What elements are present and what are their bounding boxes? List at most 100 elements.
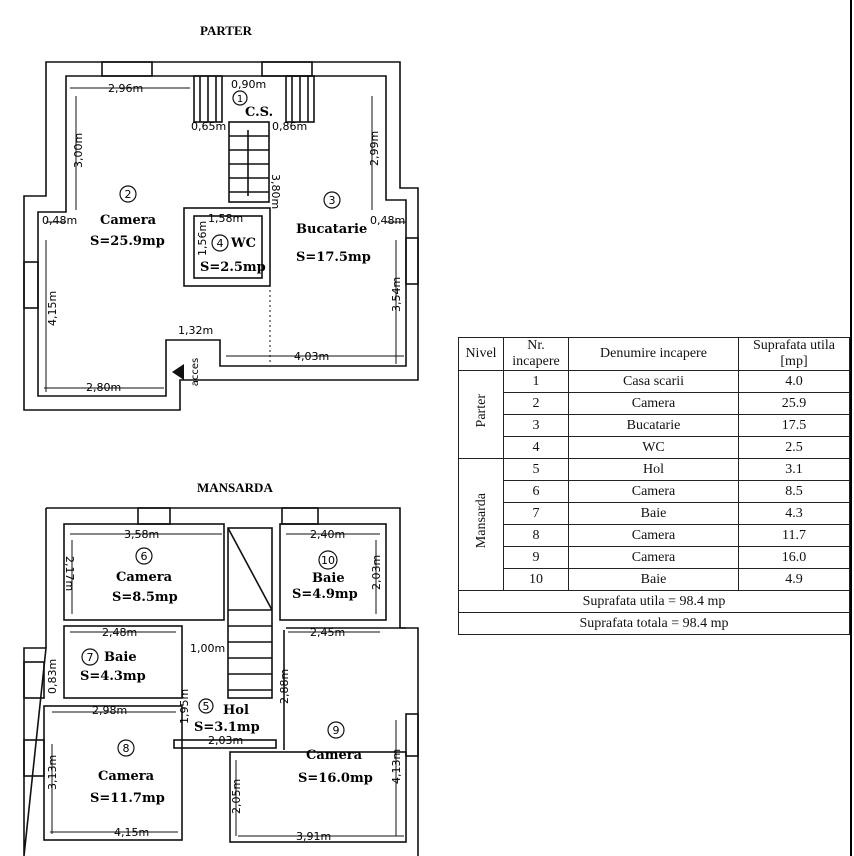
row-name: Casa scarii [568,370,739,393]
row-nr: 2 [503,392,569,415]
parter-outer-wall [23,61,419,411]
row-nr: 8 [503,524,569,547]
row-area: 3.1 [738,458,850,481]
parter-room-3-area: S=17.5mp [296,250,371,265]
mansarda-room-5-number: 5 [203,700,210,713]
level-parter-label: Parter [473,394,489,428]
parter-dim-1: 2,96m [108,82,143,95]
row-area: 4.3 [738,502,850,525]
mansarda-dim-3: 2,17m [63,556,76,591]
mansarda-room-7-name: Baie [104,650,137,665]
table-row: 3 Bucatarie 17.5 [459,414,850,437]
level-mansarda-label: Mansarda [473,493,489,549]
parter-dim-2: 0,90m [231,78,266,91]
mansarda-dim-7: 2,45m [310,626,345,639]
mansarda-title: MANSARDA [197,480,273,495]
row-nr: 4 [503,436,569,459]
parter-access-label: acces [190,358,201,387]
parter-dim-11: 1,56m [196,221,209,256]
mansarda-dim-6: 1,00m [190,642,225,655]
parter-dim-15: 4,03m [294,350,329,363]
parter-inner-wall [37,75,407,397]
mansarda-dim-14: 4,13m [390,749,403,784]
parter-dim-6: 2,99m [368,131,381,166]
total-total-row: Suprafata totala = 98.4 mp [458,612,850,635]
total-total-cell: Suprafata totala = 98.4 mp [458,612,850,635]
mansarda-dim-4: 2,03m [370,555,383,590]
parter-room-2-number: 2 [125,188,132,201]
row-name: Camera [568,524,739,547]
parter-dim-8: 0,48m [370,214,405,227]
mansarda-dim-15: 2,05m [230,779,243,814]
parter-dim-9: 3,80m [269,174,282,209]
table-row: 8 Camera 11.7 [459,524,850,547]
table-row: 2 Camera 25.9 [459,392,850,415]
parter-dim-3: 0,65m [191,120,226,133]
parter-title: PARTER [200,23,253,38]
parter-dim-14: 1,32m [178,324,213,337]
row-name: Baie [568,502,739,525]
parter-dim-5: 3,00m [72,133,85,168]
mansarda-room-10-name: Baie [312,571,345,586]
mansarda-dim-9: 2,88m [278,669,291,704]
mansarda-dim-10: 2,98m [92,704,127,717]
table-row: 7 Baie 4.3 [459,502,850,525]
parter-room-4-name: WC [230,236,256,251]
row-nr: 6 [503,480,569,503]
table-row: 4 WC 2.5 [459,436,850,459]
mansarda-room-7-area: S=4.3mp [80,669,146,684]
header-nivel: Nivel [458,337,504,371]
mansarda-dim-17: 3,91m [296,830,331,843]
table-row: 6 Camera 8.5 [459,480,850,503]
mansarda-room-5-name: Hol [223,703,249,718]
row-area: 16.0 [738,546,850,569]
parter-room-4-number: 4 [217,237,224,250]
mansarda-dim-11: 1,95m [178,689,191,724]
access-arrow-icon [172,364,184,380]
header-nr: Nr. incapere [503,337,569,371]
row-area: 4.0 [738,370,850,393]
mansarda-room-10-number: 10 [321,554,335,567]
mansarda-room-8-name: Camera [98,769,155,784]
mansarda-room-7-number: 7 [87,651,94,664]
row-area: 25.9 [738,392,850,415]
row-nr: 5 [503,458,569,481]
row-name: Camera [568,392,739,415]
mansarda-room-6-number: 6 [141,550,148,563]
row-name: Camera [568,546,739,569]
parter-room-1-number: 1 [237,94,243,105]
mansarda-room-9-number: 9 [333,724,340,737]
mansarda-dim-5: 2,48m [102,626,137,639]
row-name: Bucatarie [568,414,739,437]
mansarda-room-6-name: Camera [116,570,173,585]
table-row: Parter 1 Casa scarii 4.0 [458,370,850,459]
header-suprafata: Suprafata utila [mp] [738,337,850,371]
parter-room-4-area: S=2.5mp [200,260,266,275]
table-header-row: Nivel Nr. incapere Denumire incapere Sup… [458,337,850,371]
parter-room-2-area: S=25.9mp [90,234,165,249]
parter-dim-13: 3,54m [390,277,403,312]
mansarda-dim-8: 0,83m [46,659,59,694]
mansarda-dim-2: 2,40m [310,528,345,541]
mansarda-room-9-area: S=16.0mp [298,771,373,786]
parter-room-3-name: Bucatarie [296,222,367,237]
mansarda-room-10-area: S=4.9mp [292,587,358,602]
row-nr: 3 [503,414,569,437]
mansarda-room-8-area: S=11.7mp [90,791,165,806]
row-area: 8.5 [738,480,850,503]
row-nr: 10 [503,568,569,591]
table-row: Mansarda 5 Hol 3.1 [458,458,850,591]
row-nr: 1 [503,370,569,393]
total-util-cell: Suprafata utila = 98.4 mp [458,590,850,613]
row-area: 4.9 [738,568,850,591]
parter-dim-7: 0,48m [42,214,77,227]
parter-dim-16: 2,80m [86,381,121,394]
parter-room-3-number: 3 [329,194,336,207]
row-area: 11.7 [738,524,850,547]
page-edge-line [850,0,852,856]
row-name: Camera [568,480,739,503]
mansarda-dim-1: 3,58m [124,528,159,541]
table-row: 9 Camera 16.0 [459,546,850,569]
parter-dim-12: 4,15m [46,291,59,326]
